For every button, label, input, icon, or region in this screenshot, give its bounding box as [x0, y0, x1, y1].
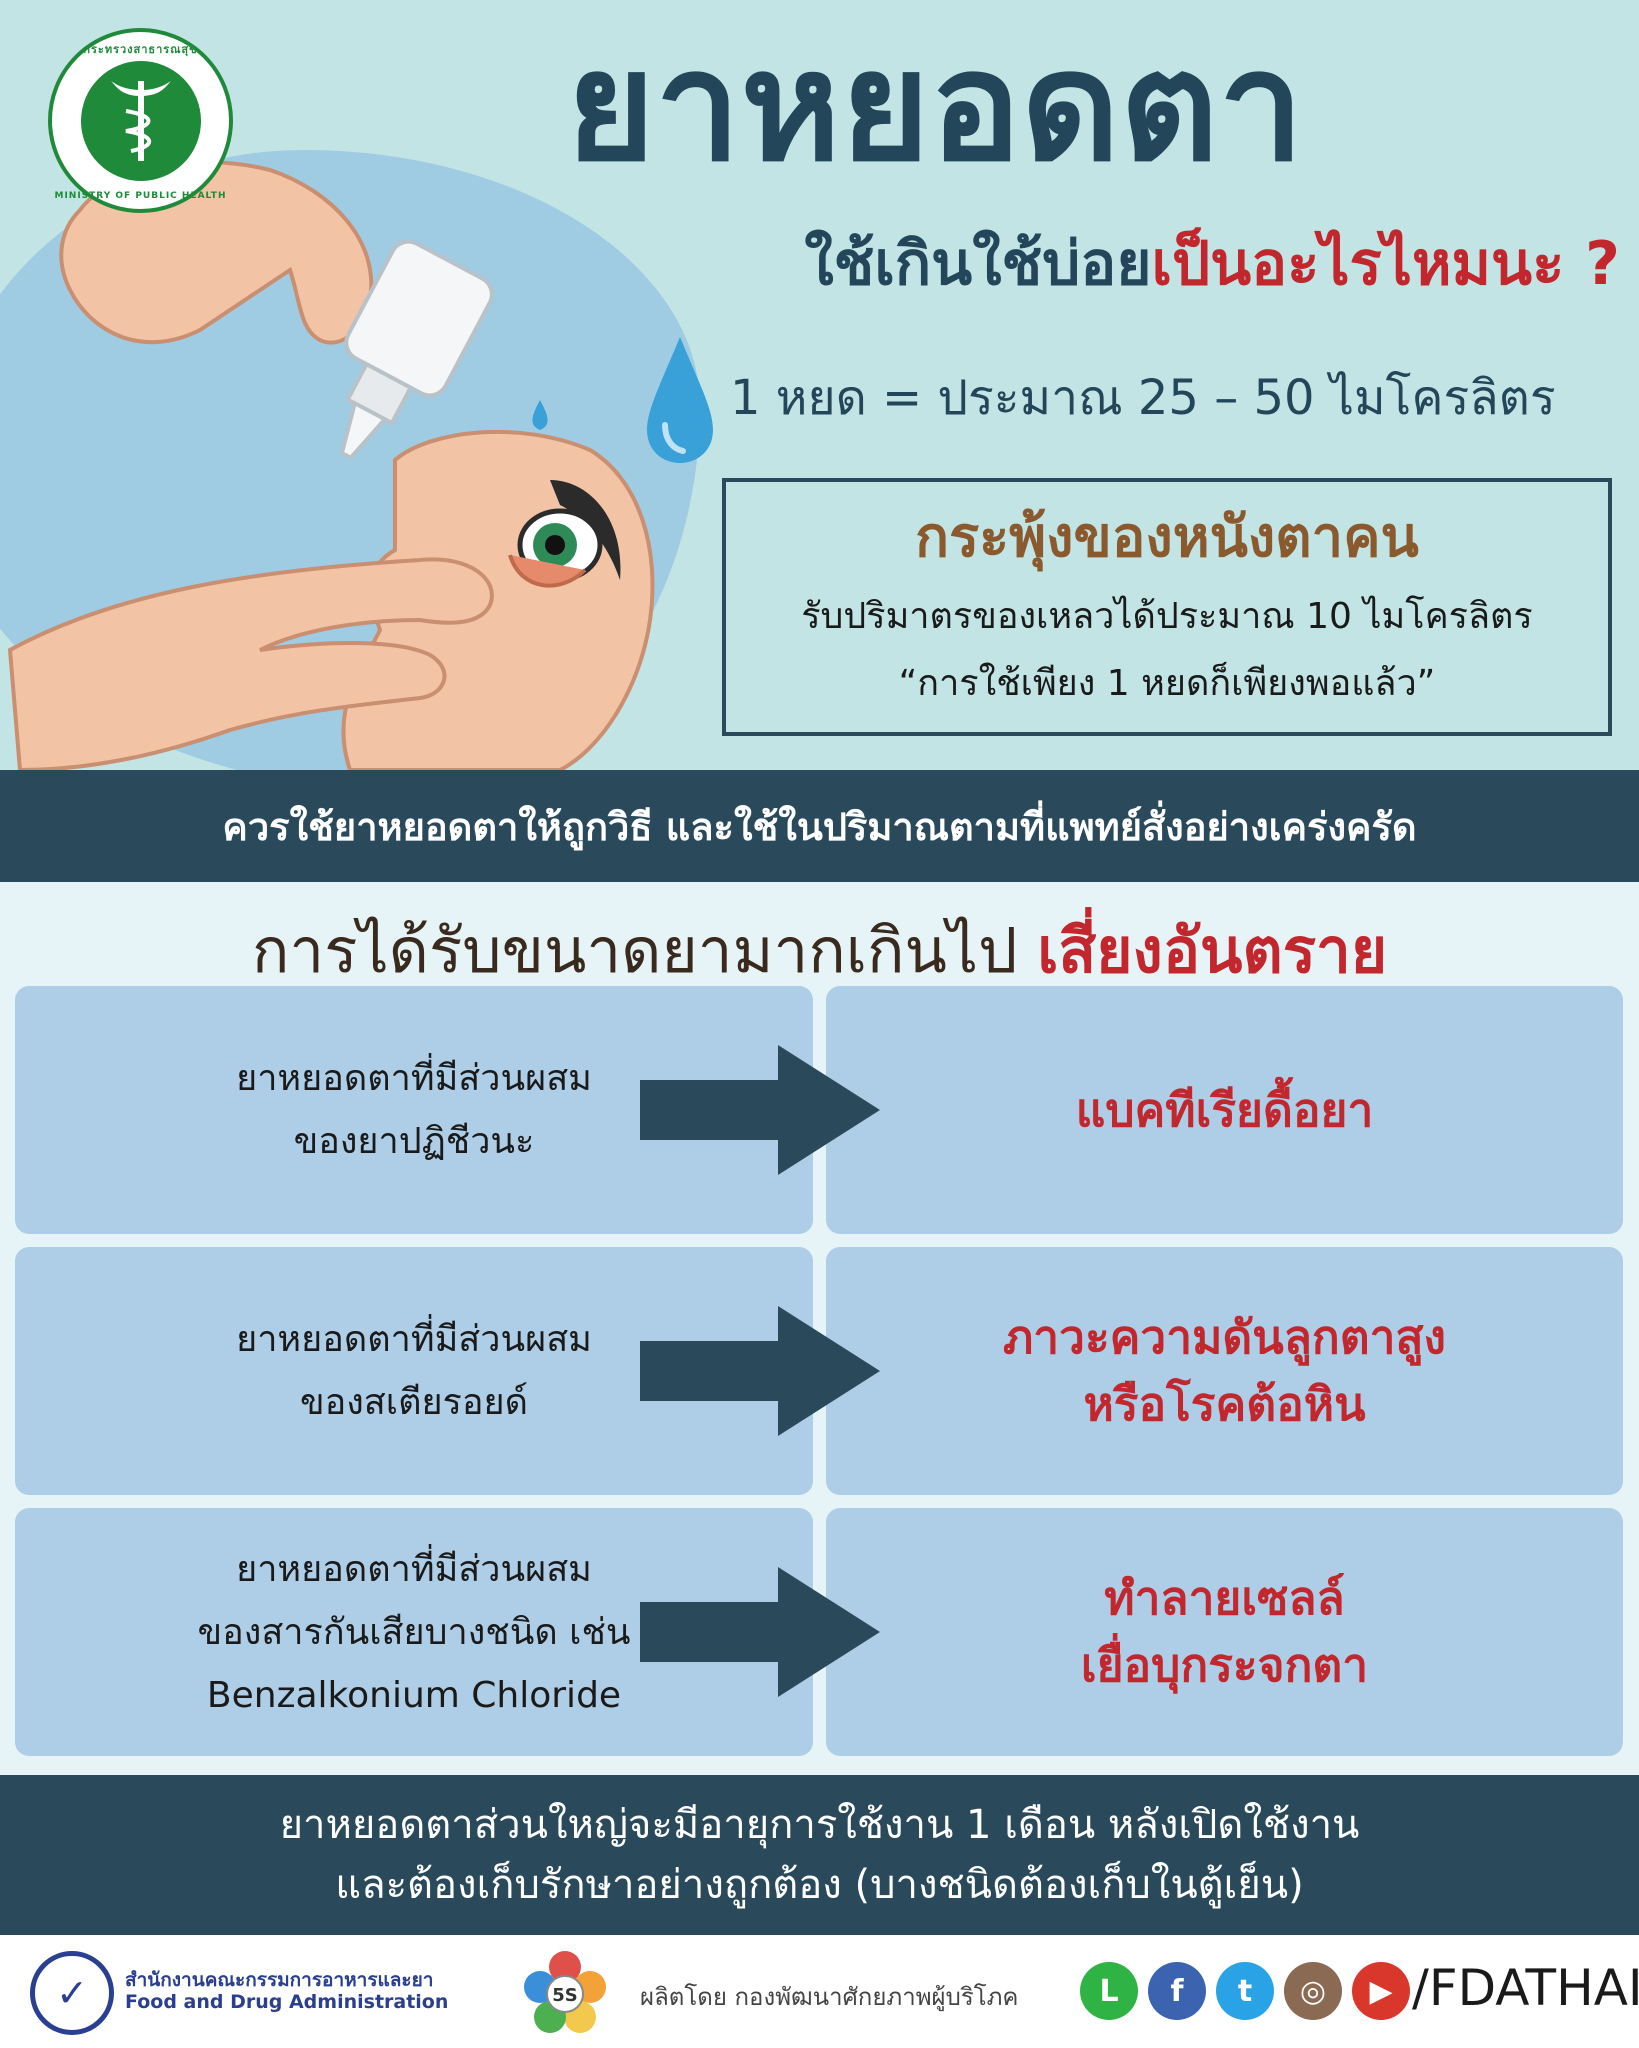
risk-effect-steroid: ภาวะความดันลูกตาสูง หรือโรคต้อหิน [826, 1247, 1623, 1495]
falling-drop [532, 400, 548, 430]
risk-effect-preservative: ทำลายเซลล์ เยื่อบุกระจกตา [826, 1508, 1623, 1756]
usage-advice-banner: ควรใช้ยาหยอดตาให้ถูกวิธี และใช้ในปริมาณต… [0, 770, 1639, 882]
risk-cause-steroid: ยาหยอดตาที่มีส่วนผสม ของสเตียรอยด์ [15, 1247, 813, 1495]
risk-heading: การได้รับขนาดยามากเกินไป เสี่ยงอันตราย [0, 914, 1639, 988]
info-box-line2: “การใช้เพียง 1 หยดก็เพียงพอแล้ว” [898, 663, 1436, 705]
eye-pupil [545, 535, 565, 555]
page-title: ยาหยอดตา [566, 18, 1304, 195]
youtube-icon[interactable]: ▶ [1352, 1962, 1410, 2020]
lower-hand [7, 557, 494, 770]
effect-line: หรือโรคต้อหิน [1083, 1377, 1366, 1431]
risk-heading-dark: การได้รับขนาดยามากเกินไป [251, 914, 1018, 987]
twitter-glyph: t [1237, 1973, 1253, 2009]
facebook-glyph: f [1170, 1973, 1184, 2009]
eyelid-info-box: กระพุ้งของหนังตาคน รับปริมาตรของเหลวได้ป… [722, 478, 1612, 736]
cause-line: ยาหยอดตาที่มีส่วนผสม [236, 1319, 592, 1360]
facebook-icon[interactable]: f [1148, 1962, 1206, 2020]
footer: ✓ สำนักงานคณะกรรมการอาหารและยา Food and … [0, 1935, 1639, 2048]
producer-credit: ผลิตโดย กองพัฒนาศักยภาพผู้บริโภค [640, 1983, 1019, 2011]
storage-advice-line1: ยาหยอดตาส่วนใหญ่จะมีอายุการใช้งาน 1 เดือ… [279, 1802, 1360, 1848]
fda-org-thai: สำนักงานคณะกรรมการอาหารและยา [125, 1969, 434, 1991]
page-subtitle: ใช้เกินใช้บ่อยเป็นอะไรไหมนะ ? [580, 228, 1620, 300]
caduceus-icon [80, 60, 201, 181]
caduceus-emblem [110, 80, 171, 161]
cause-line: ยาหยอดตาที่มีส่วนผสม [236, 1058, 592, 1099]
cause-line: ยาหยอดตาที่มีส่วนผสม [236, 1548, 592, 1590]
arrow-right-icon [640, 1045, 880, 1175]
info-box-line1: รับปริมาตรของเหลวได้ประมาณ 10 ไมโครลิตร [801, 596, 1533, 638]
arrow-right-icon [640, 1567, 880, 1697]
line-glyph: L [1099, 1973, 1119, 2009]
water-drop-icon [647, 337, 713, 463]
drop-volume-text: 1 หยด = ประมาณ 25 – 50 ไมโครลิตร [730, 370, 1556, 426]
cause-line: ของยาปฏิชีวนะ [293, 1121, 535, 1162]
header-section: กระทรวงสาธารณสุข MINISTRY OF PUBLIC HEAL… [0, 0, 1639, 770]
subtitle-red: เป็นอะไรไหมนะ ? [1151, 229, 1621, 299]
storage-advice-banner: ยาหยอดตาส่วนใหญ่จะมีอายุการใช้งาน 1 เดือ… [0, 1775, 1639, 1935]
effect-line: ทำลายเซลล์ [1104, 1571, 1345, 1626]
fives-label: 5S [552, 1985, 578, 2006]
instagram-icon[interactable]: ◎ [1284, 1962, 1342, 2020]
fives-logo-icon: 5S [524, 1951, 606, 2033]
arrow-right-icon [640, 1306, 880, 1436]
cause-line: Benzalkonium Chloride [206, 1674, 622, 1716]
dropper-bottle [339, 239, 494, 461]
risk-effect-antibiotic: แบคทีเรียดื้อยา [826, 986, 1623, 1234]
cause-line: ของสเตียรอยด์ [300, 1382, 528, 1423]
effect-line: เยื่อบุกระจกตา [1080, 1638, 1369, 1692]
effect-line: ภาวะความดันลูกตาสูง [1002, 1310, 1447, 1365]
logo-text-top: กระทรวงสาธารณสุข [83, 43, 198, 56]
risk-section: การได้รับขนาดยามากเกินไป เสี่ยงอันตราย ย… [0, 882, 1639, 1775]
youtube-glyph: ▶ [1369, 1973, 1393, 2009]
info-box-title: กระพุ้งของหนังตาคน [915, 505, 1419, 570]
cause-line: ของสารกันเสียบางชนิด เช่น [197, 1611, 631, 1653]
risk-heading-red: เสี่ยงอันตราย [1037, 914, 1388, 987]
twitter-icon[interactable]: t [1216, 1962, 1274, 2020]
social-handle[interactable]: /FDATHAI [1412, 1959, 1639, 2017]
instagram-glyph: ◎ [1299, 1973, 1327, 2009]
line-icon[interactable]: L [1080, 1962, 1138, 2020]
effect-line: แบคทีเรียดื้อยา [1075, 1082, 1374, 1137]
logo-text-bottom: MINISTRY OF PUBLIC HEALTH [54, 191, 227, 201]
fda-org-english: Food and Drug Administration [125, 1991, 449, 2013]
fda-logo-icon: ✓ [30, 1951, 114, 2035]
subtitle-dark: ใช้เกินใช้บ่อย [804, 229, 1152, 299]
eyelid-pulled [508, 554, 587, 588]
usage-advice-text: ควรใช้ยาหยอดตาให้ถูกวิธี และใช้ในปริมาณต… [222, 804, 1417, 849]
storage-advice-line2: และต้องเก็บรักษาอย่างถูกต้อง (บางชนิดต้อ… [335, 1862, 1304, 1908]
eyebrow [550, 480, 621, 580]
moph-logo: กระทรวงสาธารณสุข MINISTRY OF PUBLIC HEAL… [48, 28, 233, 213]
